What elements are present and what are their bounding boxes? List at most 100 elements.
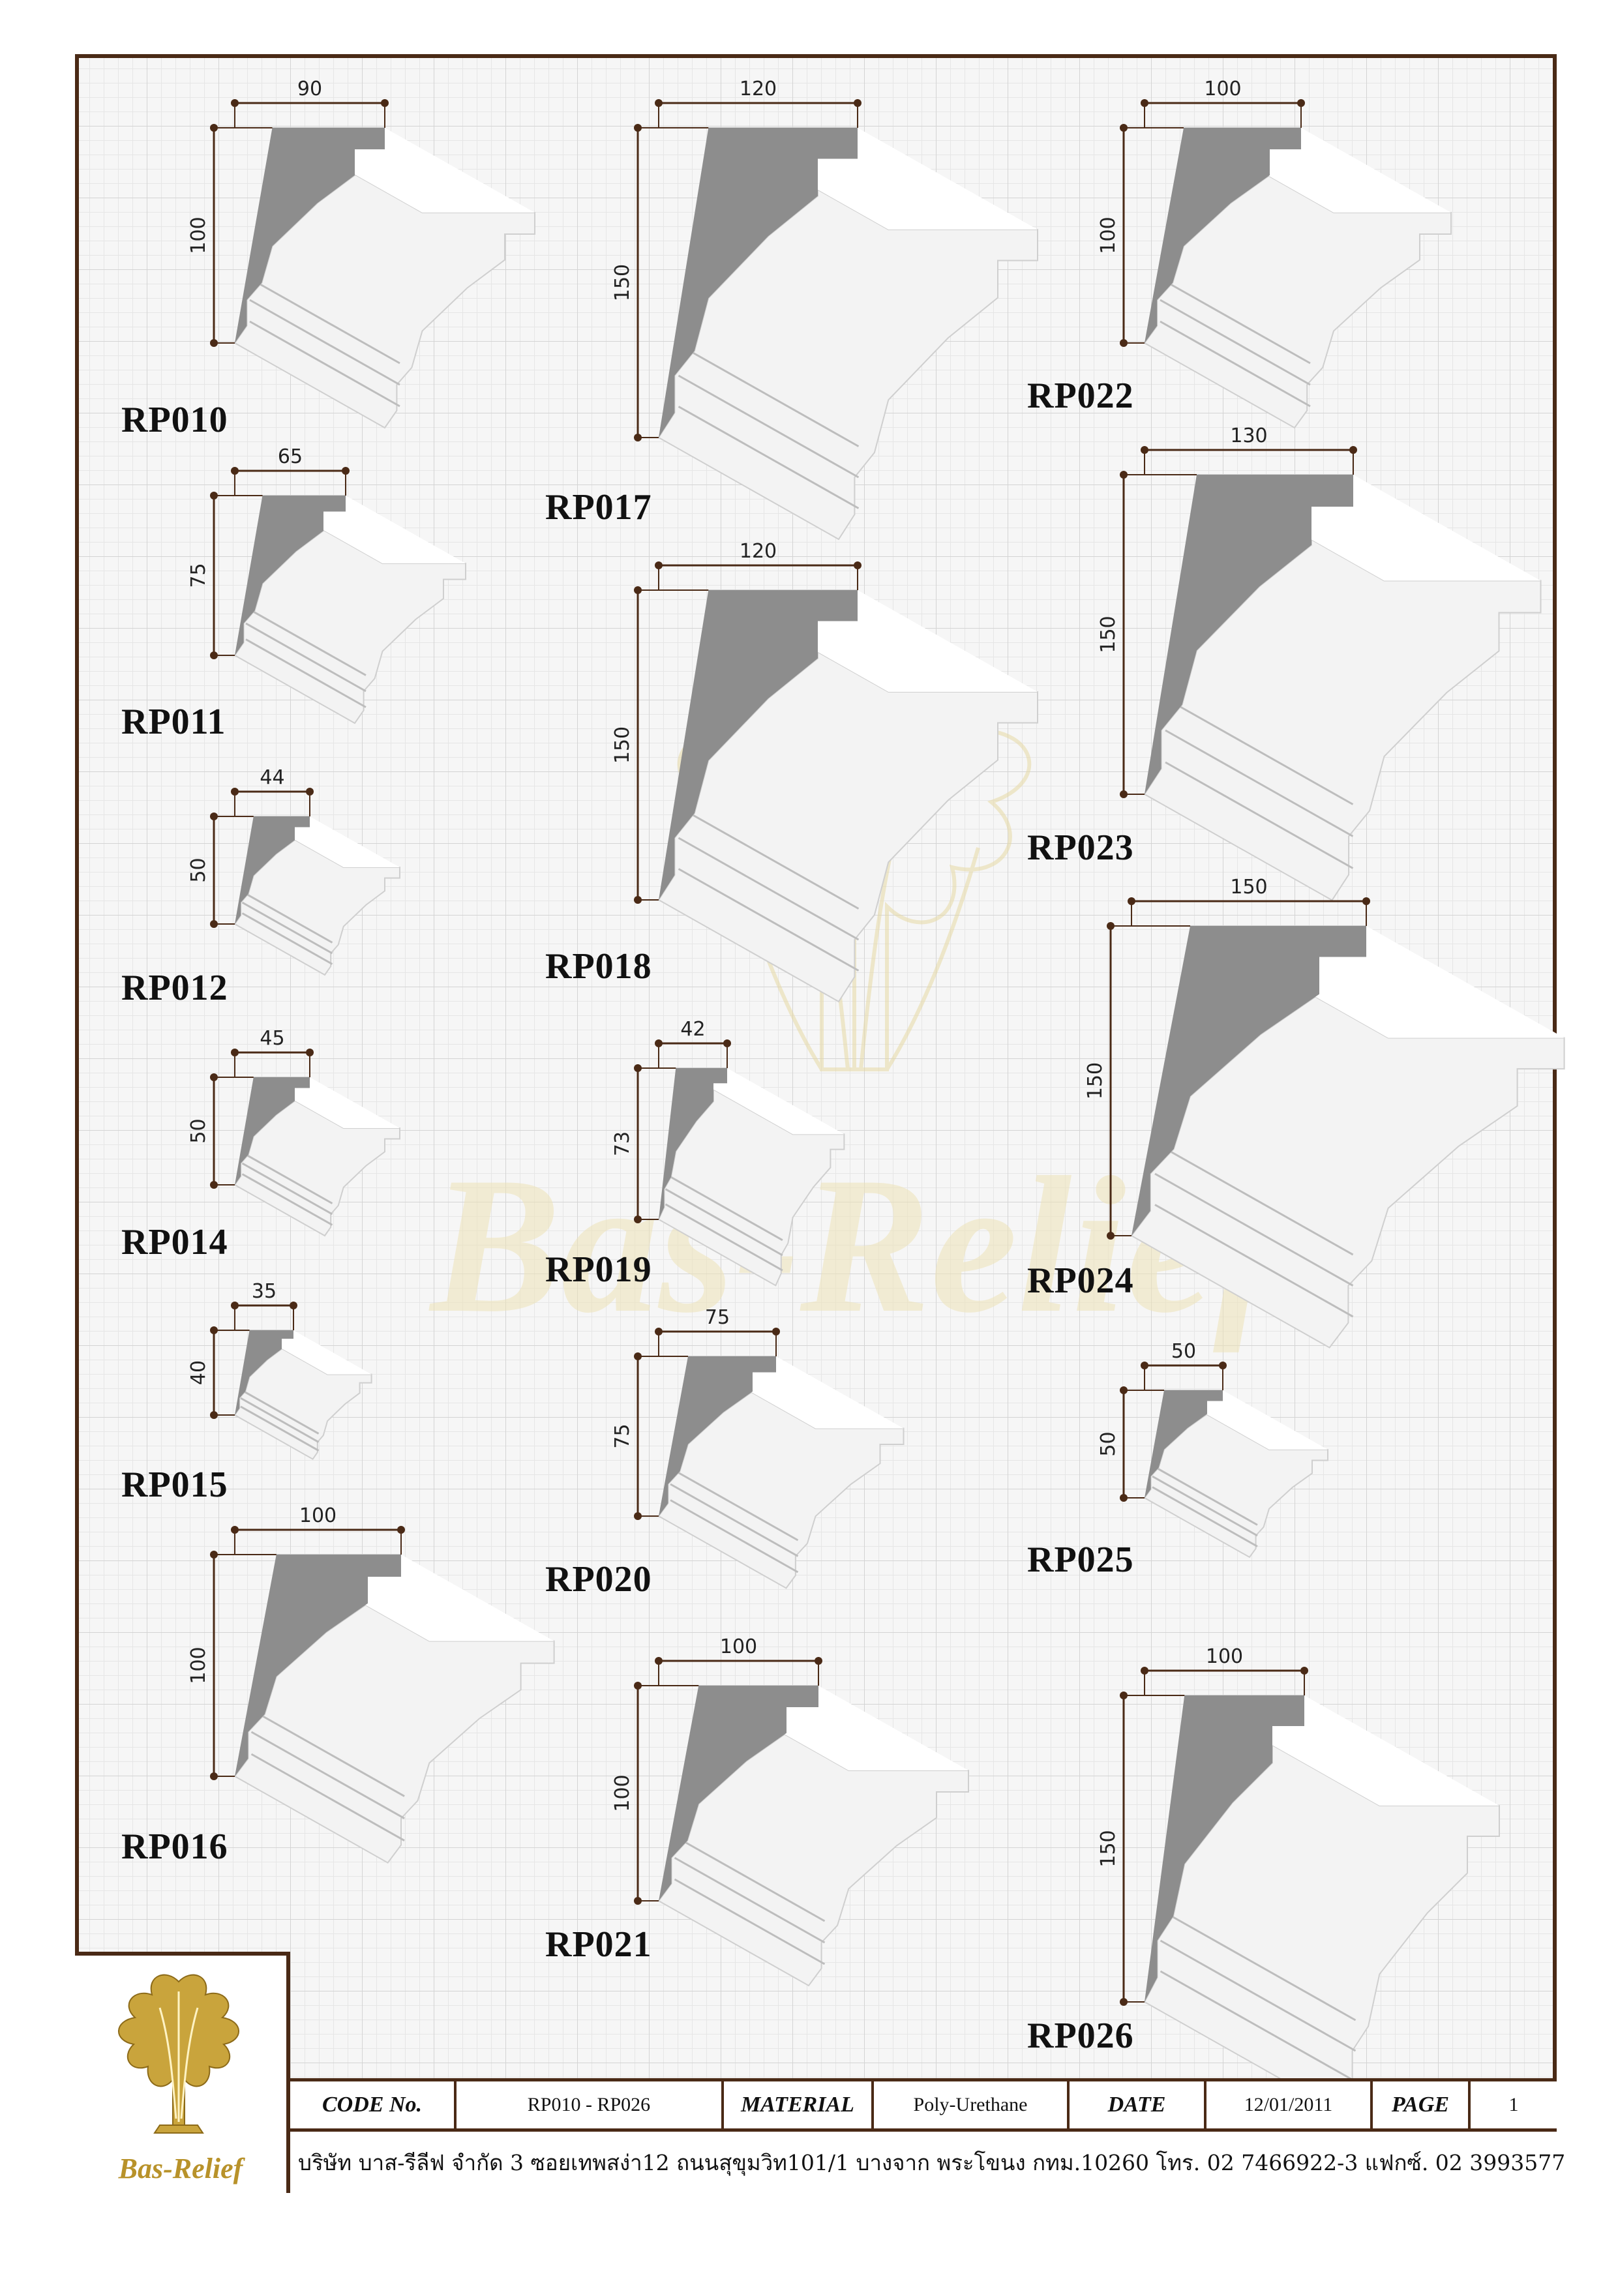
profile-code-label: RP018: [545, 946, 652, 987]
dimension-dot: [1297, 99, 1305, 107]
dimension-dot: [634, 1897, 642, 1905]
dimension-dot: [655, 1039, 663, 1047]
date-value-text: 12/01/2011: [1244, 2094, 1333, 2115]
height-dimension-label: 75: [187, 563, 210, 588]
dimension-dot: [854, 99, 861, 107]
dimension-dot: [1120, 471, 1128, 479]
height-dimension-label: 150: [1097, 1830, 1120, 1867]
height-dimension-label: 100: [187, 216, 210, 254]
profile-ridge: [240, 1405, 320, 1452]
profile-ridge: [245, 638, 367, 708]
profile-ridge: [250, 1708, 405, 1797]
dimension-dot: [210, 1411, 218, 1419]
width-dimension-label: 44: [260, 766, 284, 789]
dimension-dot: [1120, 1998, 1128, 2006]
height-dimension-label: 50: [1097, 1431, 1120, 1456]
dimension-dot: [210, 1551, 218, 1558]
profile-ridge: [1165, 697, 1354, 805]
dimension-dot: [634, 1352, 642, 1360]
dimension-dot: [1141, 99, 1148, 107]
profile-rp017: 120 150: [611, 78, 1038, 541]
profile-code-label: RP024: [1027, 1260, 1134, 1301]
profile-ridge: [678, 837, 860, 941]
dimension-dot: [634, 124, 642, 132]
profile-ridge: [1152, 1475, 1258, 1537]
dimension-dot: [1300, 1667, 1308, 1675]
material-label-text: MATERIAL: [741, 2093, 854, 2117]
profile-ridge: [670, 1499, 799, 1573]
profile-ridge: [1160, 277, 1311, 365]
date-label: DATE: [1070, 2081, 1206, 2128]
profile-code-label: RP026: [1027, 2016, 1134, 2056]
profile-code-label: RP025: [1027, 1540, 1134, 1580]
dimension-dot: [1120, 790, 1128, 798]
dimension-dot: [210, 1073, 218, 1081]
height-dimension-label: 75: [611, 1424, 634, 1448]
dimension-dot: [306, 1049, 314, 1056]
height-dimension-label: 100: [187, 1647, 210, 1684]
height-dimension-label: 150: [1097, 616, 1120, 653]
dimension-dot: [381, 99, 389, 107]
profile-ridge: [1160, 320, 1311, 408]
page-value-text: 1: [1508, 2094, 1519, 2115]
profile-code-label: RP010: [121, 400, 228, 440]
width-dimension-label: 120: [740, 78, 777, 100]
profile-code-label: RP022: [1027, 376, 1134, 416]
profile-code-label: RP021: [545, 1924, 652, 1965]
profile-ridge: [241, 1173, 333, 1226]
height-dimension-label: 150: [611, 264, 634, 301]
dimension-dot: [655, 99, 663, 107]
dimension-dot: [231, 1302, 239, 1309]
date-label-text: DATE: [1107, 2093, 1166, 2117]
height-dimension-label: 150: [611, 726, 634, 764]
profile-section: [235, 1555, 401, 1776]
dimension-dot: [342, 467, 350, 475]
profile-code-label: RP015: [121, 1465, 228, 1505]
height-dimension-label: 40: [187, 1360, 210, 1385]
width-dimension-label: 100: [720, 1635, 757, 1658]
width-dimension-label: 120: [740, 540, 777, 563]
profile-ridge: [1152, 1465, 1258, 1526]
logo-text: Bas-Relief: [118, 2153, 243, 2184]
dimension-dot: [290, 1302, 297, 1309]
profile-rp018: 120 150: [611, 540, 1038, 1003]
width-dimension-label: 65: [278, 445, 303, 468]
dimension-dot: [231, 1049, 239, 1056]
profile-ridge: [674, 1835, 826, 1922]
width-dimension-label: 45: [260, 1027, 284, 1050]
dimension-dot: [231, 99, 239, 107]
dimension-dot: [772, 1328, 780, 1335]
width-dimension-label: 90: [297, 78, 322, 100]
dimension-dot: [723, 1039, 731, 1047]
width-dimension-label: 150: [1230, 876, 1267, 899]
profile-section: [1145, 1390, 1223, 1498]
profile-ridge: [249, 277, 400, 365]
code-label-text: CODE No.: [322, 2093, 423, 2117]
profile-ridge: [670, 1483, 799, 1557]
dimension-dot: [210, 492, 218, 499]
dimension-dot: [210, 1772, 218, 1780]
dimension-dot: [634, 434, 642, 441]
dimension-dot: [231, 467, 239, 475]
profile-ridge: [678, 374, 860, 479]
profile-ridge: [240, 1397, 320, 1443]
dimension-dot: [1107, 1232, 1115, 1240]
profile-ridge: [1154, 1172, 1354, 1287]
dimension-dot: [1141, 1667, 1148, 1675]
dimension-dot: [231, 1526, 239, 1534]
profile-ridge: [249, 299, 400, 386]
dimension-dot: [306, 788, 314, 796]
material-value-text: Poly-Urethane: [913, 2094, 1028, 2115]
profile-ridge: [250, 1731, 405, 1819]
profile-code-label: RP016: [121, 1826, 228, 1867]
profile-ridge: [241, 901, 333, 955]
profile-ridge: [678, 868, 860, 972]
profile-code-label: RP017: [545, 487, 652, 528]
